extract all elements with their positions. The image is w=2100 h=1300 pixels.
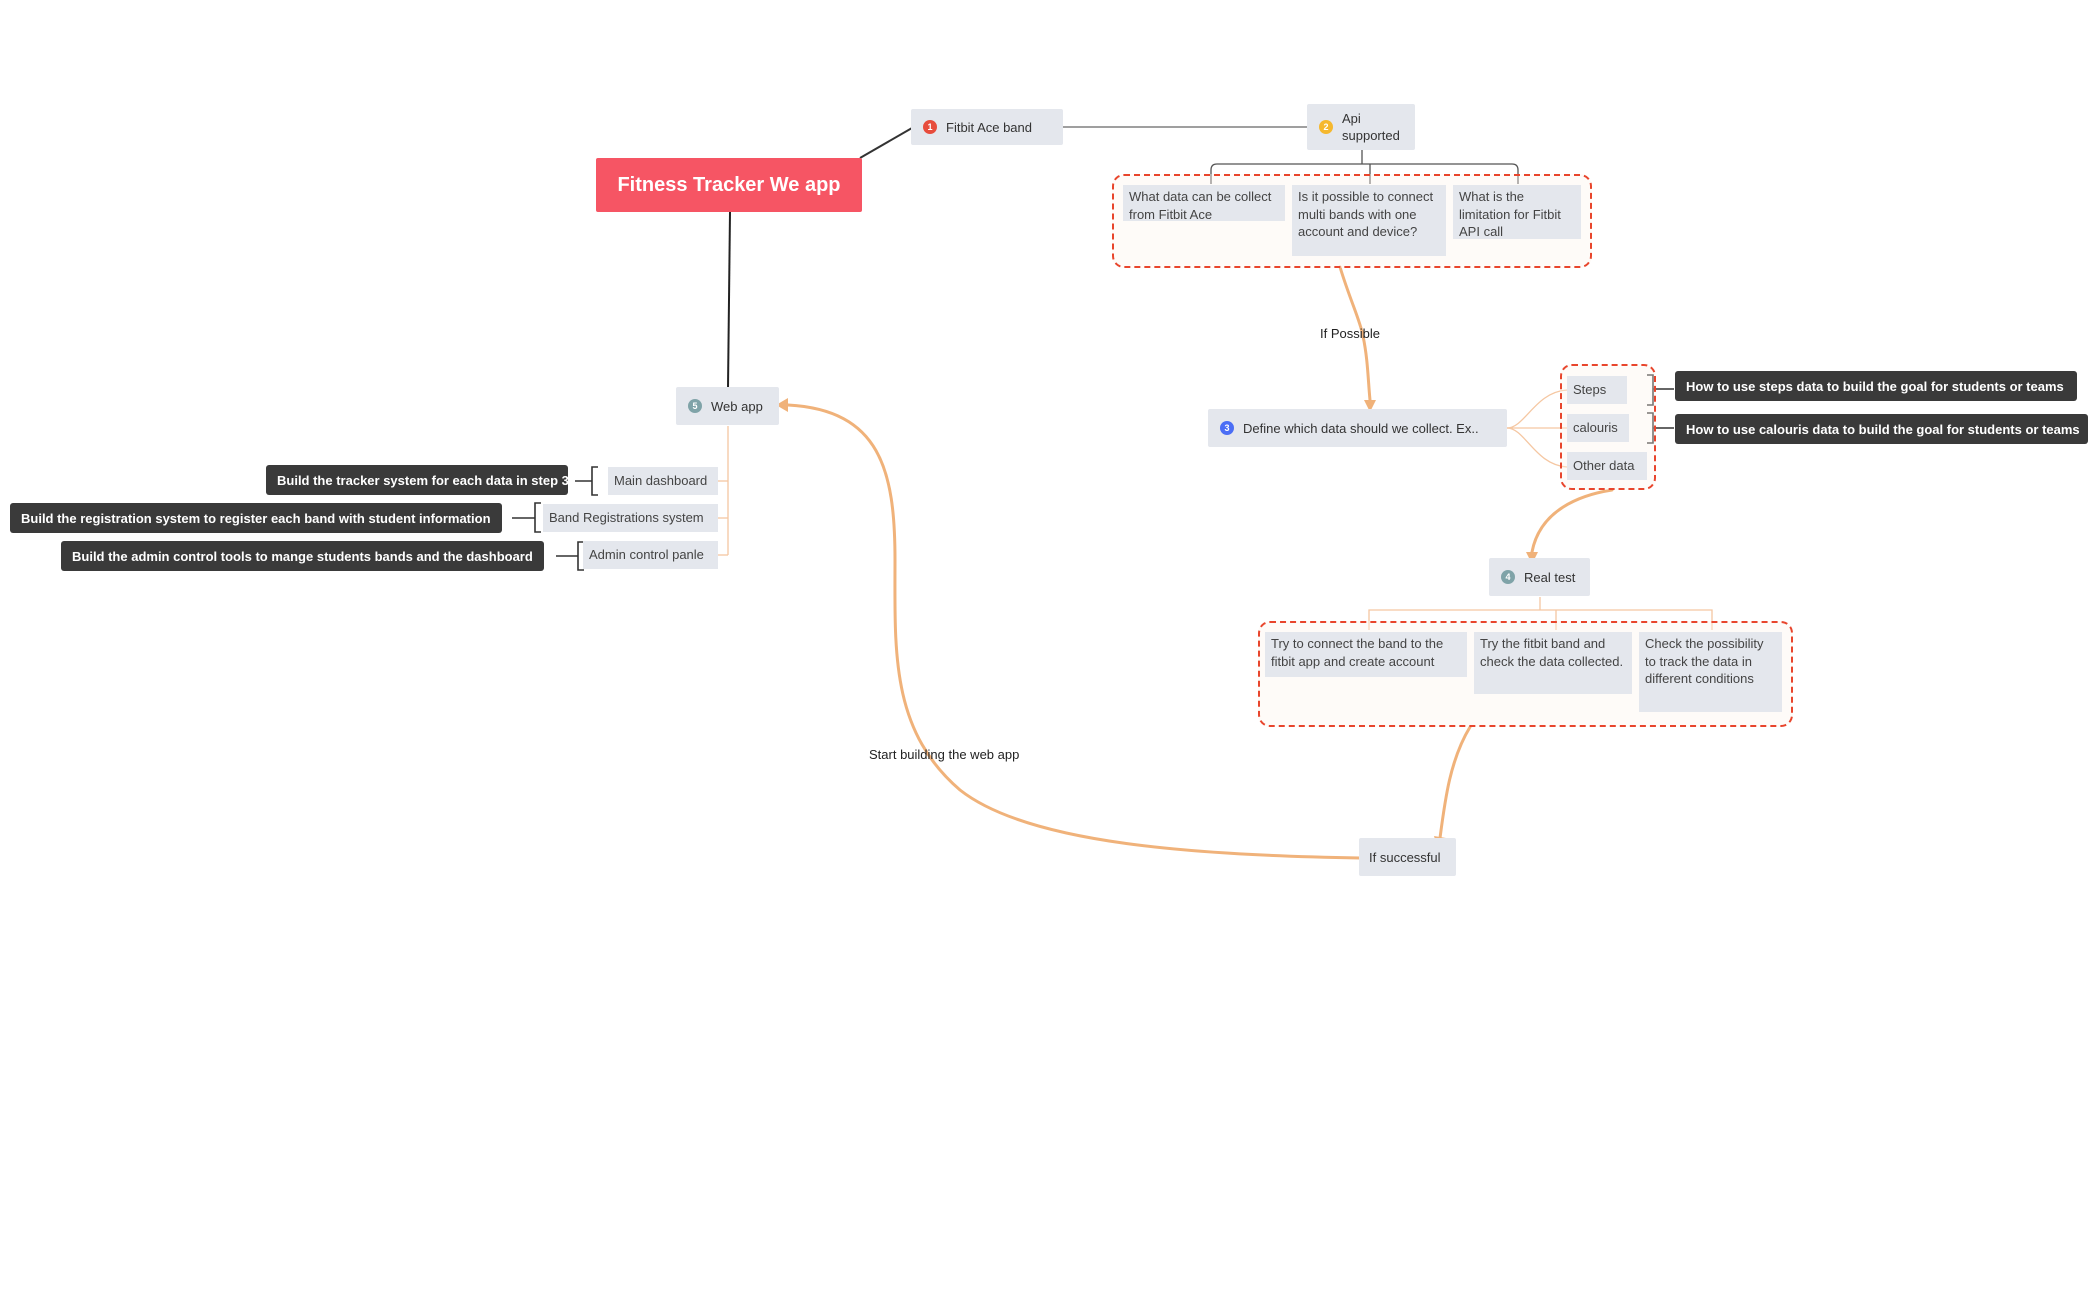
topic-api-label-line2: supported	[1342, 128, 1400, 143]
summary-admin-tools[interactable]: Build the admin control tools to mange s…	[61, 541, 544, 571]
summary-steps-goal-label: How to use steps data to build the goal …	[1686, 378, 2064, 394]
number-5-icon: 5	[688, 399, 702, 413]
subtopic-try-band[interactable]: Try the fitbit band and check the data c…	[1474, 632, 1632, 694]
summary-calouris-goal-label: How to use calouris data to build the go…	[1686, 421, 2080, 437]
start-building-text: Start building the web app	[869, 747, 1020, 762]
relationship-label-start-building[interactable]: Start building the web app	[869, 746, 1019, 763]
subtopic-other-data[interactable]: Other data	[1567, 452, 1647, 480]
topic-api-supported[interactable]: 2 Api supported	[1307, 104, 1415, 150]
subtopic-other-data-label: Other data	[1573, 458, 1635, 474]
subtopic-admin-control-label: Admin control panle	[589, 547, 704, 563]
if-possible-text: If Possible	[1320, 326, 1380, 341]
subtopic-band-registrations[interactable]: Band Registrations system	[543, 504, 718, 532]
subtopic-steps-label: Steps	[1573, 382, 1607, 398]
topic-fitbit-ace-band-label: Fitbit Ace band	[946, 119, 1032, 135]
central-topic-label: Fitness Tracker We app	[617, 173, 841, 196]
topic-api-label-line1: Api	[1342, 111, 1361, 126]
subtopic-try-band-label: Try the fitbit band and check the data c…	[1480, 636, 1624, 669]
floating-topic-if-successful[interactable]: If successful	[1359, 838, 1456, 876]
connector-root-topic5	[727, 211, 731, 389]
topic-define-data-label: Define which data should we collect. Ex.…	[1243, 420, 1479, 436]
number-4-icon: 4	[1501, 570, 1515, 584]
number-1-icon: 1	[923, 120, 937, 134]
topic-web-app-label: Web app	[711, 398, 763, 414]
subtopic-api-limitation[interactable]: What is the limitation for Fitbit API ca…	[1453, 185, 1581, 239]
number-3-icon: 3	[1220, 421, 1234, 435]
topic-fitbit-ace-band[interactable]: 1 Fitbit Ace band	[911, 109, 1063, 145]
summary-tracker-system-label: Build the tracker system for each data i…	[277, 472, 569, 488]
relationship-label-if-possible[interactable]: If Possible	[1320, 325, 1380, 342]
central-topic[interactable]: Fitness Tracker We app	[596, 158, 862, 212]
subtopic-steps[interactable]: Steps	[1567, 376, 1627, 404]
summary-registration-system-label: Build the registration system to registe…	[21, 510, 491, 526]
subtopic-connect-band-label: Try to connect the band to the fitbit ap…	[1271, 636, 1444, 669]
connector-root-topic1	[859, 127, 913, 159]
topic-api-supported-label: Api supported	[1342, 110, 1400, 144]
subtopic-admin-control[interactable]: Admin control panle	[583, 541, 718, 569]
topic-define-data[interactable]: 3 Define which data should we collect. E…	[1208, 409, 1507, 447]
subtopic-api-limitation-label: What is the limitation for Fitbit API ca…	[1459, 189, 1561, 239]
summary-steps-goal[interactable]: How to use steps data to build the goal …	[1675, 371, 2077, 401]
topic-real-test-label: Real test	[1524, 569, 1576, 585]
connector-topic5-children	[718, 426, 729, 556]
subtopic-band-registrations-label: Band Registrations system	[549, 510, 704, 526]
if-successful-label: If successful	[1369, 849, 1441, 865]
subtopic-data-collect[interactable]: What data can be collect from Fitbit Ace	[1123, 185, 1285, 222]
connector-topic3-children	[1506, 389, 1568, 468]
subtopic-main-dashboard-label: Main dashboard	[614, 473, 708, 489]
summary-tracker-system[interactable]: Build the tracker system for each data i…	[266, 465, 569, 495]
summary-calouris-goal[interactable]: How to use calouris data to build the go…	[1675, 414, 2088, 444]
subtopic-multi-bands-label: Is it possible to connect multi bands wi…	[1298, 189, 1434, 239]
summary-admin-tools-label: Build the admin control tools to mange s…	[72, 548, 533, 564]
topic-real-test[interactable]: 4 Real test	[1489, 558, 1590, 596]
subtopic-main-dashboard[interactable]: Main dashboard	[608, 467, 718, 495]
number-2-icon: 2	[1319, 120, 1333, 134]
subtopic-connect-band[interactable]: Try to connect the band to the fitbit ap…	[1265, 632, 1467, 677]
subtopic-data-collect-label: What data can be collect from Fitbit Ace	[1129, 189, 1272, 222]
subtopic-calouris-label: calouris	[1573, 420, 1618, 436]
subtopic-multi-bands[interactable]: Is it possible to connect multi bands wi…	[1292, 185, 1446, 256]
topic-web-app[interactable]: 5 Web app	[676, 387, 779, 425]
subtopic-track-conditions[interactable]: Check the possibility to track the data …	[1639, 632, 1782, 712]
subtopic-track-conditions-label: Check the possibility to track the data …	[1645, 636, 1764, 686]
summary-registration-system[interactable]: Build the registration system to registe…	[10, 503, 502, 533]
subtopic-calouris[interactable]: calouris	[1567, 414, 1629, 442]
